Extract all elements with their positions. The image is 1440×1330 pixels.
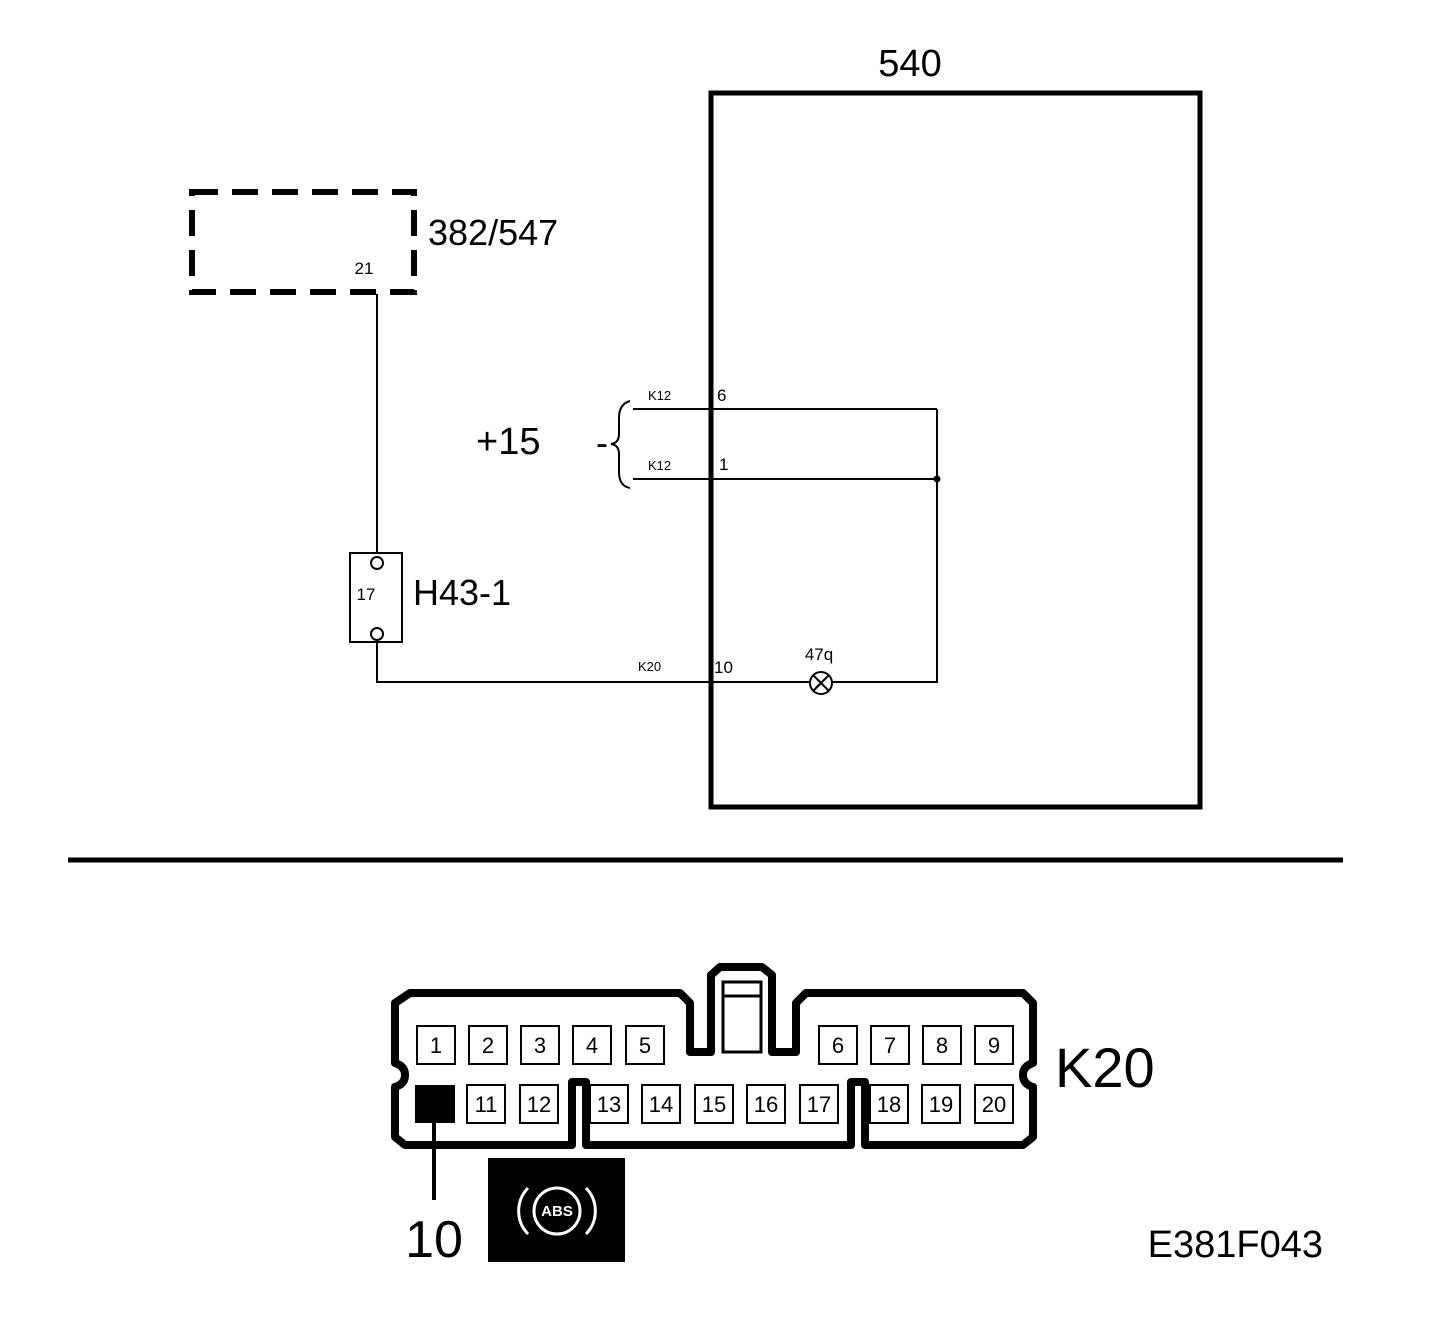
k20-cavity-1 (416, 1025, 456, 1065)
k20-cavity-label: 4 (586, 1033, 598, 1058)
abs-unit-box (189, 189, 417, 295)
k20-cavity-label: 11 (475, 1092, 498, 1117)
wire-top-pin: 6 (717, 386, 726, 405)
wire-middle-pin: 1 (719, 455, 728, 474)
lamp-cross-b (812, 674, 830, 692)
main-unit-label: 540 (878, 43, 941, 85)
k20-cavity-14 (641, 1084, 681, 1124)
k20-cavity-16 (746, 1084, 786, 1124)
k20-cavity-20 (974, 1084, 1014, 1124)
supply-label: +15 (476, 421, 540, 463)
k20-cavity-label: 18 (877, 1092, 901, 1117)
k20-cavity-label: 19 (929, 1092, 953, 1117)
k20-cavity-label: 9 (988, 1033, 1000, 1058)
k20-cavity-label: 5 (639, 1033, 651, 1058)
k20-pin-10-highlight (415, 1085, 455, 1123)
k20-cavity-5 (625, 1025, 665, 1065)
k20-top-row: 1 2 3 4 5 6 7 8 9 (416, 1025, 1014, 1065)
k20-cavity-label: 2 (482, 1033, 494, 1058)
k20-cavity-18 (869, 1084, 909, 1124)
figure-id: E381F043 (1148, 1224, 1323, 1266)
k20-cavity-label: 14 (649, 1092, 673, 1117)
k20-cavity-label: 8 (936, 1033, 948, 1058)
wire-lamp-to-supply (832, 409, 938, 683)
wire-bottom-pin: 10 (714, 658, 733, 677)
k20-cavity-label: 12 (527, 1092, 551, 1117)
highlighted-pin-label: 10 (405, 1211, 463, 1269)
wire-bottom-connector: K20 (638, 659, 661, 674)
k20-cavity-label: 1 (430, 1033, 442, 1058)
h43-label: H43-1 (413, 572, 511, 613)
k20-cavity-8 (922, 1025, 962, 1065)
h43-pin: 17 (357, 585, 376, 604)
k20-cavity-7 (870, 1025, 910, 1065)
k20-cavity-label: 13 (597, 1092, 621, 1117)
abs-warning-text: ABS (541, 1203, 573, 1220)
abs-warning-icon: ABS (488, 1158, 625, 1262)
wire-middle-connector: K12 (648, 458, 671, 473)
wire-top-connector: K12 (648, 388, 671, 403)
lamp-label: 47q (805, 645, 833, 664)
abs-unit-label: 382/547 (428, 212, 558, 253)
k20-cavity-9 (974, 1025, 1014, 1065)
k20-cavity-label: 16 (754, 1092, 778, 1117)
supply-dash: - (596, 422, 608, 463)
k20-cavity-19 (921, 1084, 961, 1124)
wire-h43-to-lamp (376, 640, 810, 683)
k20-cavity-label: 6 (832, 1033, 844, 1058)
k20-cavity-11 (466, 1084, 506, 1124)
k20-cavity-12 (519, 1084, 559, 1124)
k20-cavity-label: 3 (534, 1033, 546, 1058)
junction-dot (933, 475, 941, 483)
k20-cavity-17 (799, 1084, 839, 1124)
k20-cavity-13 (589, 1084, 629, 1124)
k20-cavity-6 (818, 1025, 858, 1065)
k20-label: K20 (1055, 1036, 1155, 1099)
supply-brace (610, 400, 631, 489)
abs-unit-pin: 21 (355, 259, 374, 278)
k20-cavity-4 (572, 1025, 612, 1065)
k20-cavity-label: 20 (982, 1092, 1006, 1117)
k20-cavity-label: 7 (884, 1033, 896, 1058)
k20-cavity-label: 17 (807, 1092, 831, 1117)
main-unit-box (708, 90, 1203, 810)
k20-cavity-15 (694, 1084, 734, 1124)
h43-bottom-terminal (370, 627, 384, 641)
h43-top-terminal (370, 556, 384, 570)
k20-bottom-row: 11 12 13 14 15 16 17 18 19 20 (466, 1084, 1014, 1124)
k20-cavity-3 (520, 1025, 560, 1065)
k20-cavity-2 (468, 1025, 508, 1065)
k20-cavity-label: 15 (702, 1092, 726, 1117)
